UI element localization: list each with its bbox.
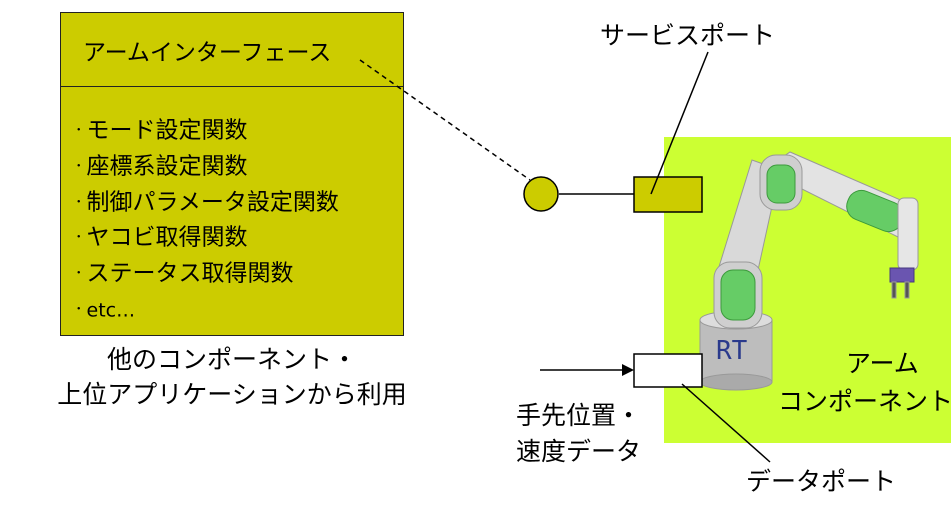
data-port-label: データポート <box>746 467 897 496</box>
data-input-label-line1: 手先位置・ <box>516 401 642 430</box>
list-item: ･制御パラメータ設定関数 <box>75 188 339 215</box>
robot-arm <box>699 151 919 391</box>
arm-interface-header: アームインターフェース <box>61 13 403 87</box>
arm-interface-box: アームインターフェース ･モード設定関数 ･座標系設定関数 ･制御パラメータ設定… <box>60 12 404 336</box>
usage-caption-line2: 上位アプリケーションから利用 <box>57 380 407 409</box>
robot-rt-logo: RT <box>716 336 748 366</box>
list-item: ･座標系設定関数 <box>75 153 248 179</box>
interface-function-list: ･モード設定関数 ･座標系設定関数 ･制御パラメータ設定関数 ･ヤコビ取得関数 … <box>75 113 339 329</box>
component-label-line1: アーム <box>846 349 919 378</box>
list-item: ･モード設定関数 <box>75 117 248 144</box>
data-input-arrowhead <box>622 364 634 376</box>
arm-interface-title: アームインターフェース <box>83 40 332 66</box>
data-input-label-line2: 速度データ <box>516 437 642 466</box>
component-label-line2: コンポーネント <box>778 387 951 416</box>
provided-interface-circle <box>523 176 559 212</box>
list-item: ･etc… <box>75 299 136 321</box>
usage-caption-line1: 他のコンポーネント・ <box>106 345 357 374</box>
data-port-box <box>633 353 703 388</box>
list-item: ･ステータス取得関数 <box>75 260 294 287</box>
service-port-leader <box>650 51 709 195</box>
data-port-leader <box>681 383 771 463</box>
interface-link-line <box>359 59 531 181</box>
service-port-label: サービスポート <box>600 21 776 50</box>
list-item: ･ヤコビ取得関数 <box>75 224 248 251</box>
service-port-box <box>633 176 703 213</box>
usage-caption: 他のコンポーネント・ 上位アプリケーションから利用 <box>50 342 414 412</box>
